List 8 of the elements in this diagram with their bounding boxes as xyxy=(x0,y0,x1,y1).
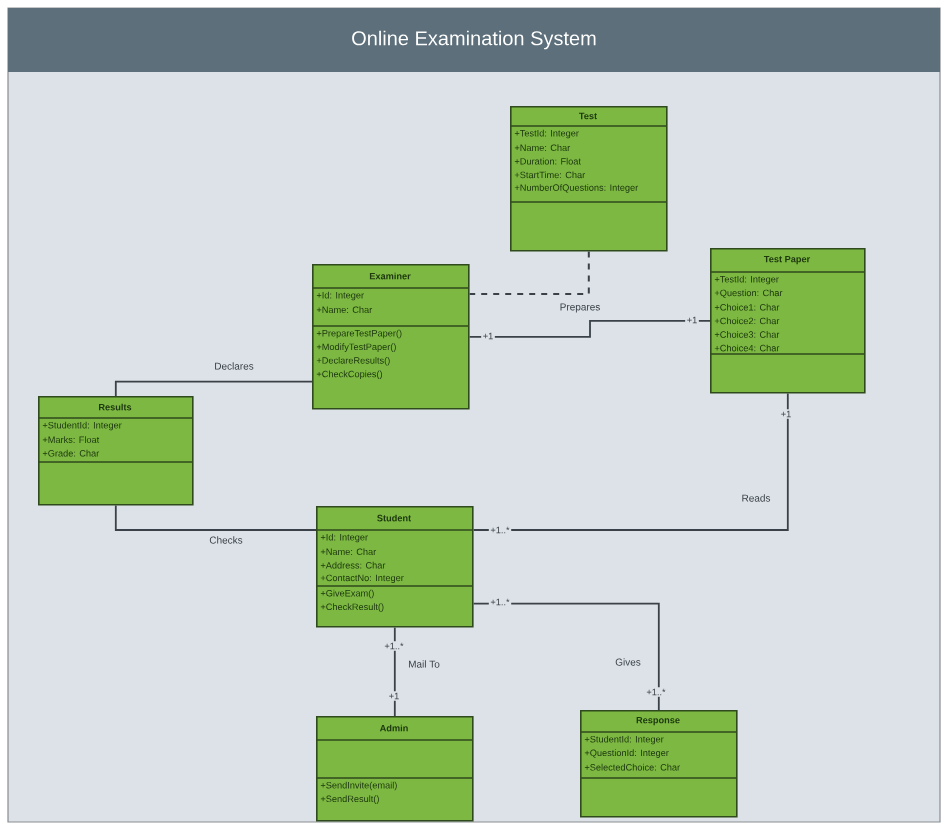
dashed-connector xyxy=(468,250,590,295)
association-line xyxy=(114,380,313,397)
association-line xyxy=(393,626,396,717)
title-bar: Online Examination System xyxy=(8,8,940,72)
association-line xyxy=(472,602,660,711)
association-line xyxy=(472,392,789,531)
association-line xyxy=(468,319,711,338)
association-line xyxy=(114,504,317,531)
